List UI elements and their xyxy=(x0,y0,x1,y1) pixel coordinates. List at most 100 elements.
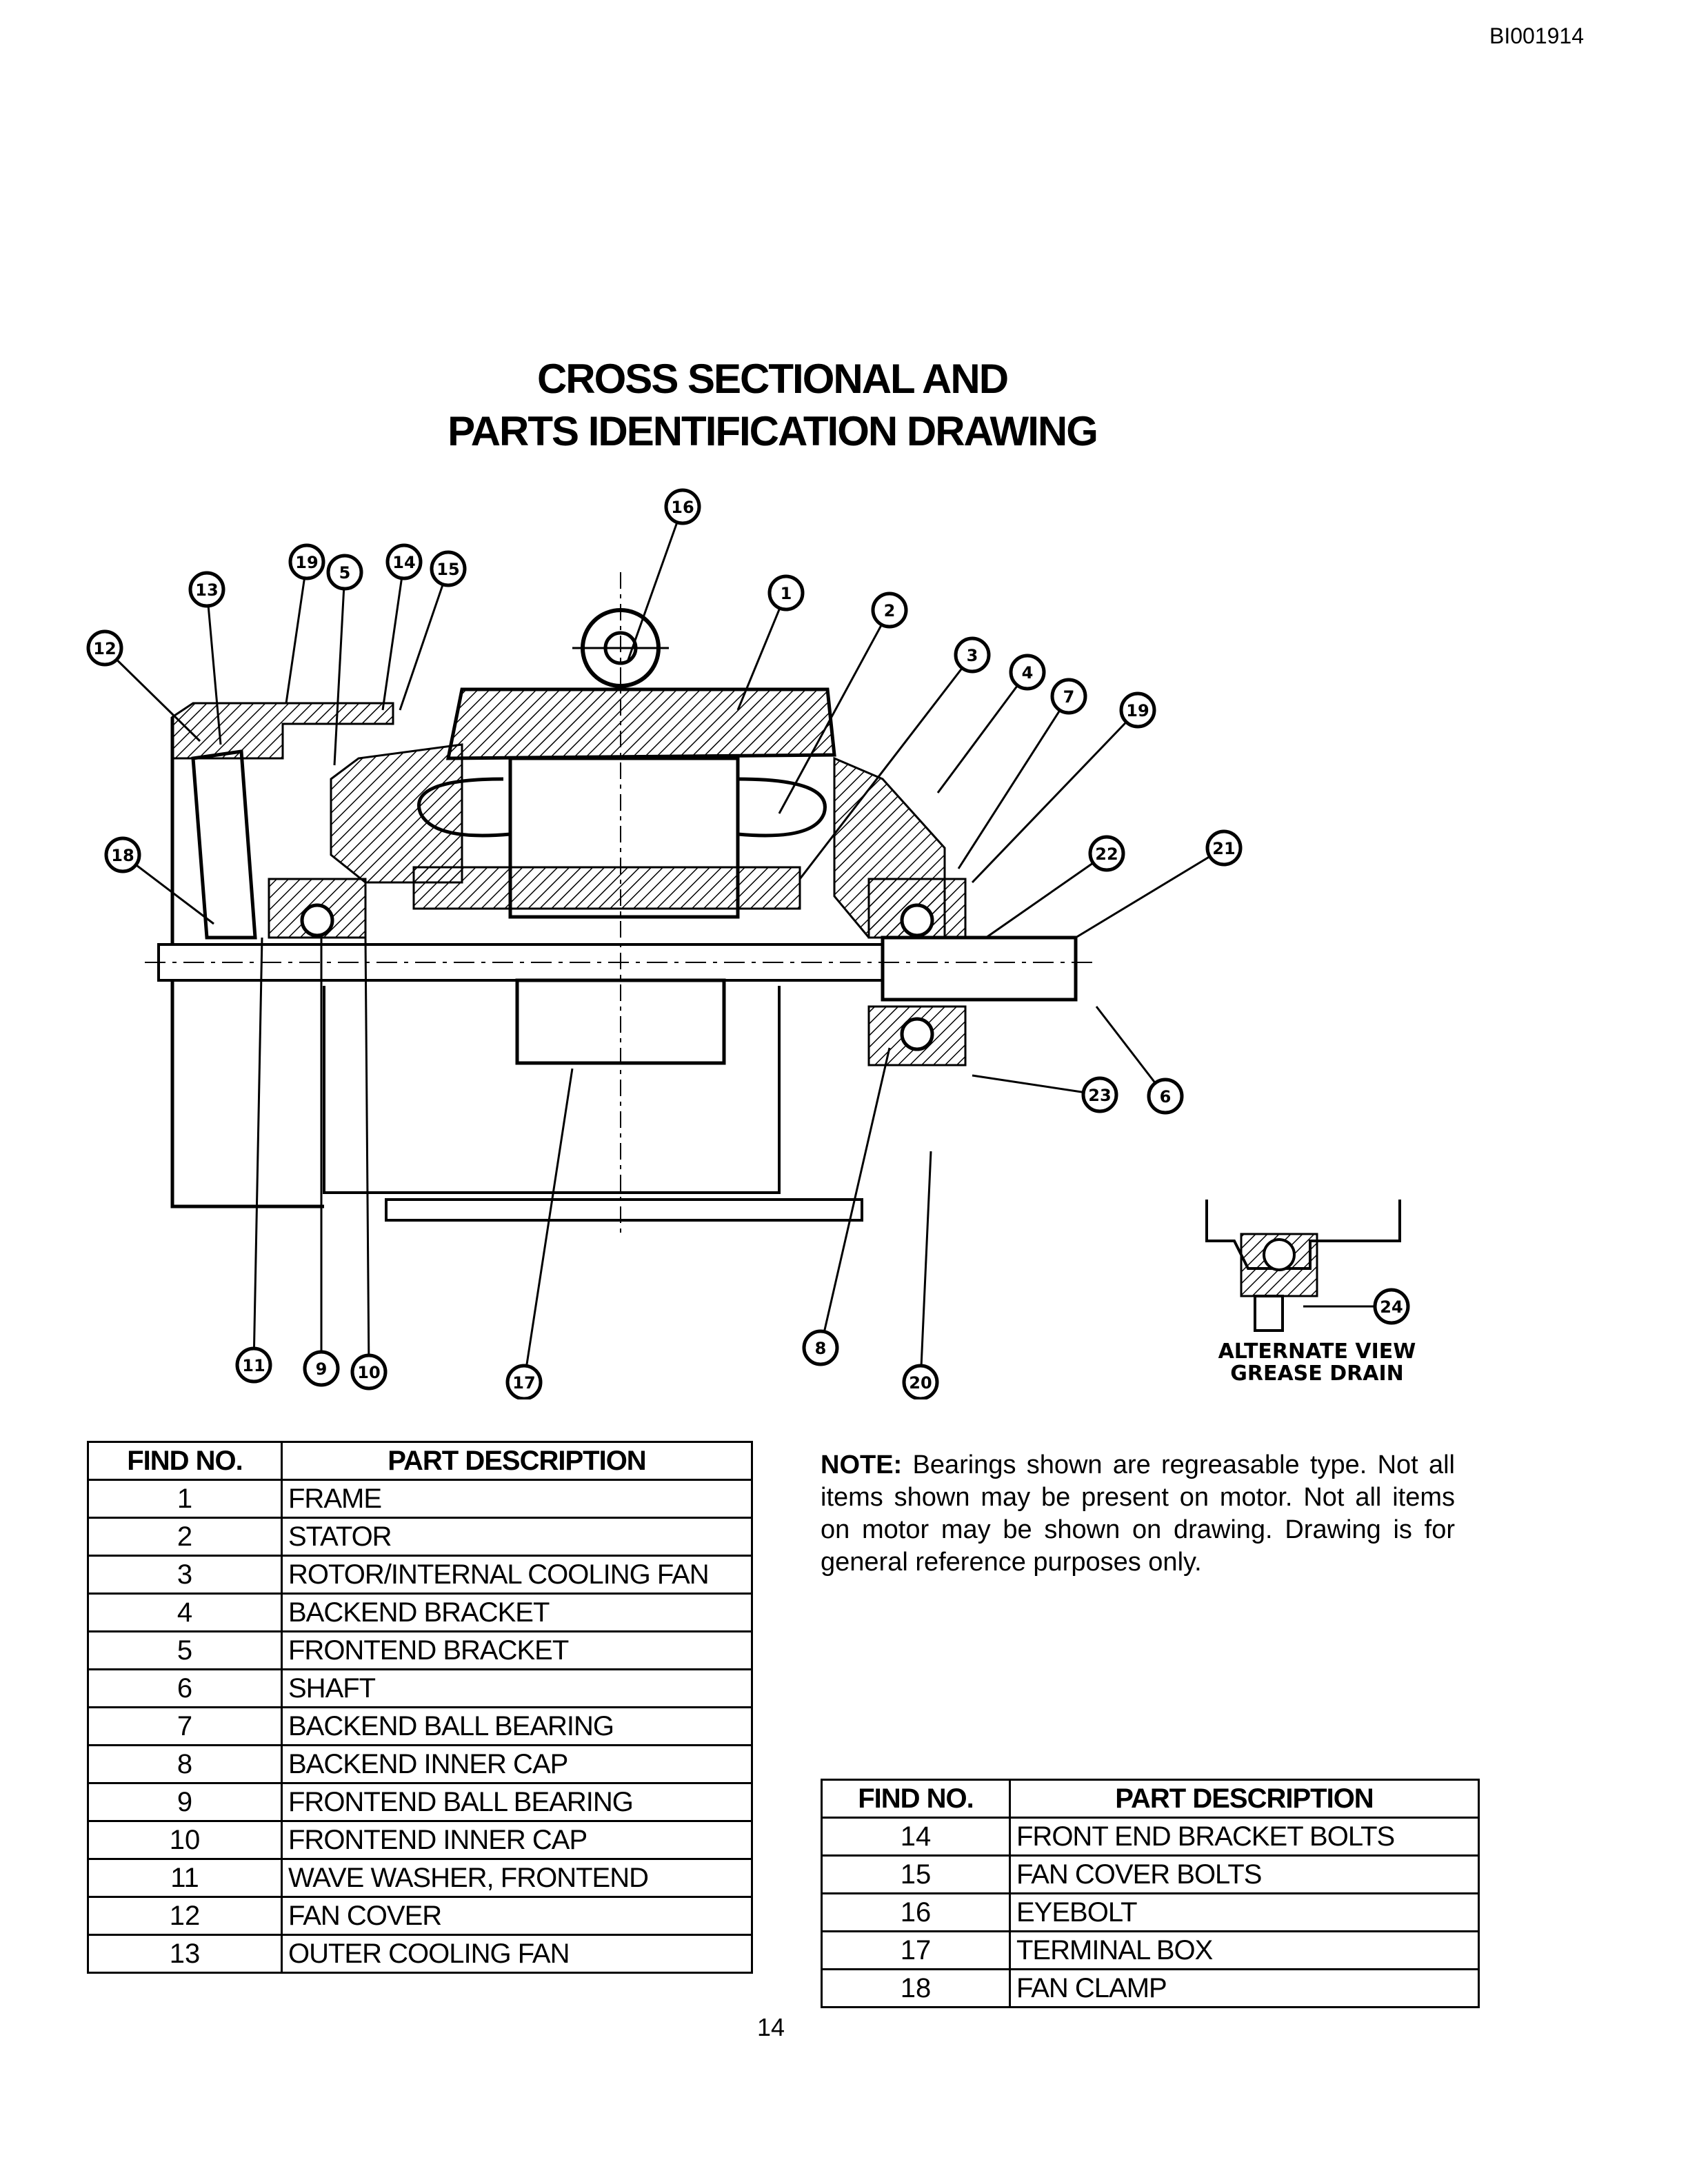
callout-15: 15 xyxy=(399,550,467,711)
callout-number: 1 xyxy=(781,584,792,603)
part-description: OUTER COOLING FAN xyxy=(281,1934,753,1974)
callout-bubble xyxy=(1050,678,1087,715)
callout-leader xyxy=(103,647,201,742)
part-description: BACKEND INNER CAP xyxy=(281,1744,753,1784)
callout-21: 21 xyxy=(1075,829,1243,939)
callout-6: 6 xyxy=(1095,1006,1184,1115)
find-number: 10 xyxy=(87,1820,283,1860)
back-bearing-lower xyxy=(900,1017,934,1051)
callout-23: 23 xyxy=(972,1074,1118,1113)
front-bearing xyxy=(300,903,334,938)
find-number: 5 xyxy=(87,1630,283,1670)
callout-number: 22 xyxy=(1095,845,1118,864)
callout-bubble xyxy=(303,1350,340,1387)
alternate-view xyxy=(1205,1200,1401,1332)
part-description: BACKEND BALL BEARING xyxy=(281,1706,753,1746)
callout-number: 14 xyxy=(392,553,415,572)
part-description: EYEBOLT xyxy=(1009,1892,1480,1932)
callout-22: 22 xyxy=(985,835,1125,939)
callout-bubble xyxy=(1205,829,1243,867)
callout-leader xyxy=(798,654,974,880)
callout-11: 11 xyxy=(235,937,272,1384)
callout-leader xyxy=(381,561,405,711)
callout-leader xyxy=(333,572,346,766)
callout-bubble xyxy=(871,592,908,629)
find-number: 11 xyxy=(87,1858,283,1898)
callout-leader xyxy=(626,506,684,663)
callout-bubble xyxy=(1088,835,1125,872)
callout-3: 3 xyxy=(798,636,991,880)
title-line-1: CROSS SECTIONAL AND xyxy=(536,356,1009,402)
callout-bubble xyxy=(767,574,805,611)
document-id: BI001914 xyxy=(1489,23,1585,48)
callout-bubble xyxy=(1373,1288,1410,1325)
note: NOTE: Bearings shown are regreasable typ… xyxy=(821,1449,1455,1579)
callout-number: 17 xyxy=(512,1373,535,1393)
title-line-2: PARTS IDENTIFICATION DRAWING xyxy=(448,408,1098,454)
callout-9: 9 xyxy=(303,938,340,1387)
page-title: CROSS SECTIONAL AND PARTS IDENTIFICATION… xyxy=(0,353,1545,458)
header-part-description: PART DESCRIPTION xyxy=(281,1441,753,1481)
callout-19: 19 xyxy=(971,691,1156,884)
callout-bubble xyxy=(1119,691,1156,729)
callout-leader xyxy=(778,609,891,814)
part-description: SHAFT xyxy=(281,1668,753,1708)
find-number: 14 xyxy=(821,1817,1011,1857)
callout-leader xyxy=(122,853,214,925)
callout-bubble xyxy=(326,554,363,591)
header-part-description: PART DESCRIPTION xyxy=(1009,1779,1480,1819)
callout-2: 2 xyxy=(778,592,908,814)
callout-number: 19 xyxy=(1126,701,1149,720)
find-number: 7 xyxy=(87,1706,283,1746)
callout-bubble xyxy=(505,1364,543,1399)
find-number: 4 xyxy=(87,1593,283,1632)
part-description: FAN COVER BOLTS xyxy=(1009,1854,1480,1894)
callout-16: 16 xyxy=(626,488,701,663)
callout-leader xyxy=(971,709,1139,884)
base-foot xyxy=(385,1198,863,1222)
part-description: TERMINAL BOX xyxy=(1009,1930,1480,1970)
callout-8: 8 xyxy=(802,1047,891,1366)
callout-leader xyxy=(985,852,1107,939)
callout-number: 16 xyxy=(671,498,694,517)
callout-18: 18 xyxy=(104,836,214,925)
callout-number: 19 xyxy=(295,553,318,572)
callout-20: 20 xyxy=(902,1151,939,1399)
callout-bubble xyxy=(902,1364,939,1399)
part-description: STATOR xyxy=(281,1517,753,1557)
callout-leader xyxy=(364,937,370,1373)
callout-number: 21 xyxy=(1212,839,1235,858)
lower-frame xyxy=(323,986,781,1194)
grease-drain xyxy=(1254,1295,1284,1332)
front-bracket xyxy=(330,743,463,884)
note-label: NOTE: xyxy=(821,1450,903,1479)
fan-cover-outline xyxy=(170,717,324,1209)
callout-number: 23 xyxy=(1088,1086,1111,1105)
stator xyxy=(508,756,740,919)
callout-number: 24 xyxy=(1380,1297,1403,1317)
table-header-row: FIND NO. PART DESCRIPTION xyxy=(87,1441,753,1481)
header-find-no: FIND NO. xyxy=(87,1441,283,1481)
callout-number: 8 xyxy=(815,1339,827,1358)
callout-bubble xyxy=(385,543,423,580)
callout-bubble xyxy=(188,571,225,608)
callout-number: 5 xyxy=(339,563,351,583)
part-description: FRAME xyxy=(281,1479,753,1519)
callout-leader xyxy=(523,1068,574,1383)
callout-leader xyxy=(919,1151,932,1383)
find-number: 17 xyxy=(821,1930,1011,1970)
callout-bubble xyxy=(288,543,325,580)
